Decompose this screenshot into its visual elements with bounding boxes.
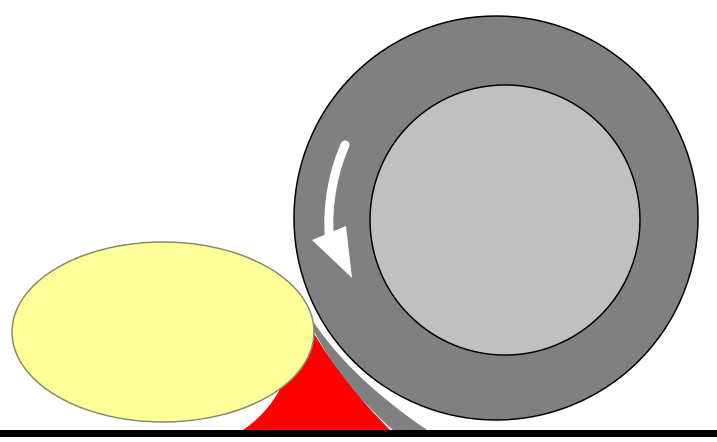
tire-inner-disc	[370, 85, 640, 355]
yellow-ellipse-object	[12, 242, 314, 422]
ground-line	[0, 430, 717, 437]
